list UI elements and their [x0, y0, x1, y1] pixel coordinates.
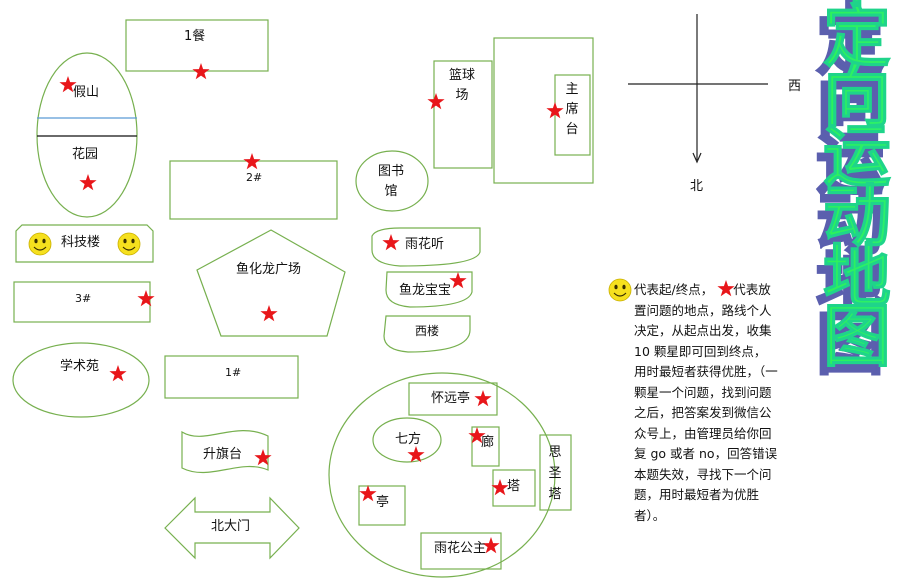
- label-jiashan: 假山: [73, 85, 100, 100]
- star-icon: [474, 390, 492, 407]
- basketball-box: [433, 60, 493, 169]
- label-yuhuagongzhu: 雨花公主: [434, 541, 487, 556]
- star-icon: [109, 365, 127, 382]
- label-basketball: 篮球场: [448, 68, 475, 103]
- title-shadow: 不定向运动地图: [804, 0, 884, 375]
- star-icon: [359, 485, 377, 502]
- label-square: 鱼化龙广场: [236, 262, 302, 277]
- gate-arrow: [164, 496, 300, 560]
- legend-part2: 代表放置问题的地点，路线个人决定，从起点出发，收集 10 颗星即可回到终点，用时…: [634, 282, 778, 523]
- label-huayuan: 花园: [72, 147, 99, 162]
- label-zhuxitai: 主席台: [565, 82, 579, 137]
- label-shengqitai: 升旗台: [203, 447, 243, 462]
- label-lang: 廊: [481, 435, 495, 450]
- keji-box: [15, 224, 154, 263]
- ta-box: [492, 469, 536, 507]
- label-ting: 亭: [376, 495, 390, 510]
- legend-text: 代表起/终点，代表放置问题的地点，路线个人决定，从起点出发，收集 10 颗星即可…: [634, 280, 778, 526]
- label-beidamen: 北大门: [211, 519, 251, 534]
- label-ta: 塔: [507, 479, 521, 494]
- label-qifang: 七方: [395, 432, 422, 447]
- title-wordart: 不定向运动地图 不定向运动地图: [803, 0, 892, 376]
- label-dorm3: 3#: [75, 292, 92, 305]
- label-keji: 科技楼: [61, 235, 101, 250]
- sishengta-box: [539, 434, 572, 511]
- label-yulongbaobao: 鱼龙宝宝: [399, 283, 452, 298]
- label-dorm1: 1#: [225, 366, 242, 379]
- huaiyuanting-box: [408, 382, 498, 416]
- smiley-icon: [117, 232, 141, 256]
- label-canteen1: 1餐: [184, 29, 206, 44]
- title-text: 不定向运动地图: [811, 0, 891, 367]
- compass-cross: [628, 14, 768, 164]
- star-icon: [449, 272, 467, 289]
- label-library: 图书馆: [377, 164, 404, 199]
- zhuxitai-inner: [554, 74, 591, 156]
- star-icon: [382, 234, 400, 251]
- star-icon: [254, 449, 272, 466]
- flag-shape: [181, 430, 269, 474]
- yulongbaobao-shape: [385, 271, 473, 308]
- label-dorm2: 2#: [246, 171, 263, 184]
- library-oval: [355, 150, 429, 212]
- yuhuating-shape: [371, 227, 481, 267]
- label-yuhuating: 雨花听: [405, 237, 445, 252]
- smiley-icon: [28, 232, 52, 256]
- star-icon: [427, 93, 445, 110]
- legend-part1: 代表起/终点，: [634, 282, 714, 297]
- dorm3-box: [13, 281, 151, 323]
- label-sishengta: 思圣塔: [548, 445, 562, 502]
- lang-box: [471, 426, 500, 467]
- zhuxitai-outer: [493, 37, 594, 184]
- star-icon: [260, 305, 278, 322]
- star-icon: [137, 290, 155, 307]
- smiley-icon: [608, 278, 632, 302]
- jiashan-huayuan-oval: [36, 52, 138, 218]
- qifang-oval: [372, 417, 442, 463]
- ting-box: [358, 485, 406, 526]
- label-xilou: 西楼: [415, 324, 440, 338]
- label-huaiyuanting: 怀远亭: [431, 391, 471, 406]
- star-icon: [79, 174, 97, 191]
- compass-west: 西: [788, 79, 802, 94]
- square-pentagon: [196, 229, 346, 337]
- yuhuagongzhu-box: [420, 532, 502, 570]
- label-xueshuyuan: 学术苑: [60, 359, 100, 374]
- dorm1-box: [164, 355, 299, 399]
- xilou-shape: [383, 315, 471, 353]
- garden-circle: [328, 372, 556, 578]
- compass-north: 北: [690, 179, 704, 194]
- xueshuyuan-oval: [12, 342, 150, 418]
